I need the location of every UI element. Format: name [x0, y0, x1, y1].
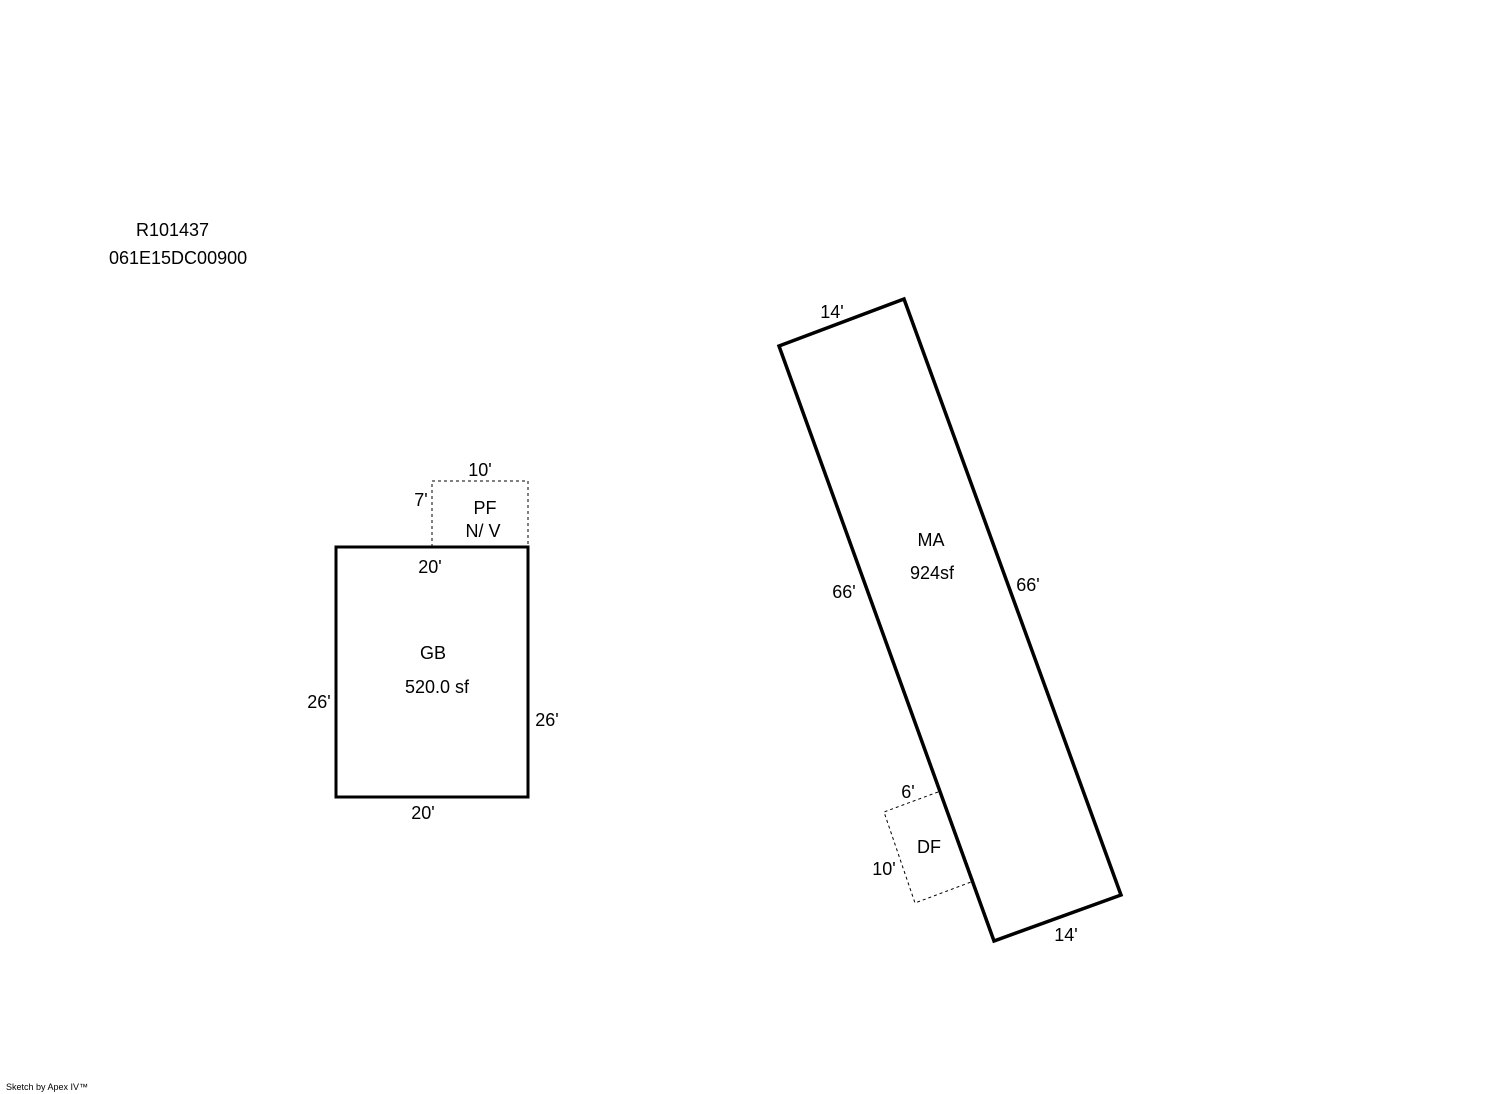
- ma-top-dimension: 14': [820, 302, 844, 322]
- ma-area: 924sf: [909, 563, 955, 583]
- ma-right-dimension: 66': [1016, 575, 1040, 595]
- ma-code: MA: [917, 530, 945, 550]
- df-top-dimension: 6': [901, 782, 915, 802]
- gb-code: GB: [419, 643, 447, 663]
- gb-left-dimension: 26': [307, 692, 331, 712]
- pf-outline: [431, 480, 529, 547]
- pf-code: PF: [473, 498, 497, 518]
- gb-top-dimension: 20': [418, 557, 442, 577]
- df-left-dimension: 10': [872, 859, 896, 879]
- software-credit: Sketch by Apex IV™: [6, 1082, 89, 1092]
- map-taxlot-number: 061E15DC00900: [109, 248, 248, 268]
- df-code: DF: [917, 837, 941, 857]
- pf-note: N/ V: [465, 521, 501, 541]
- ma-left-dimension: 66': [832, 582, 856, 602]
- gb-right-dimension: 26': [535, 710, 559, 730]
- gb-bottom-dimension: 20': [411, 803, 435, 823]
- gb-area: 520.0 sf: [404, 677, 470, 697]
- account-number: R101437: [136, 220, 210, 240]
- gb-outline: [334, 545, 530, 799]
- pf-top-dimension: 10': [468, 460, 492, 480]
- pf-left-dimension: 7': [414, 490, 428, 510]
- ma-bottom-dimension: 14': [1054, 925, 1078, 945]
- ma-outline: [776, 296, 1124, 944]
